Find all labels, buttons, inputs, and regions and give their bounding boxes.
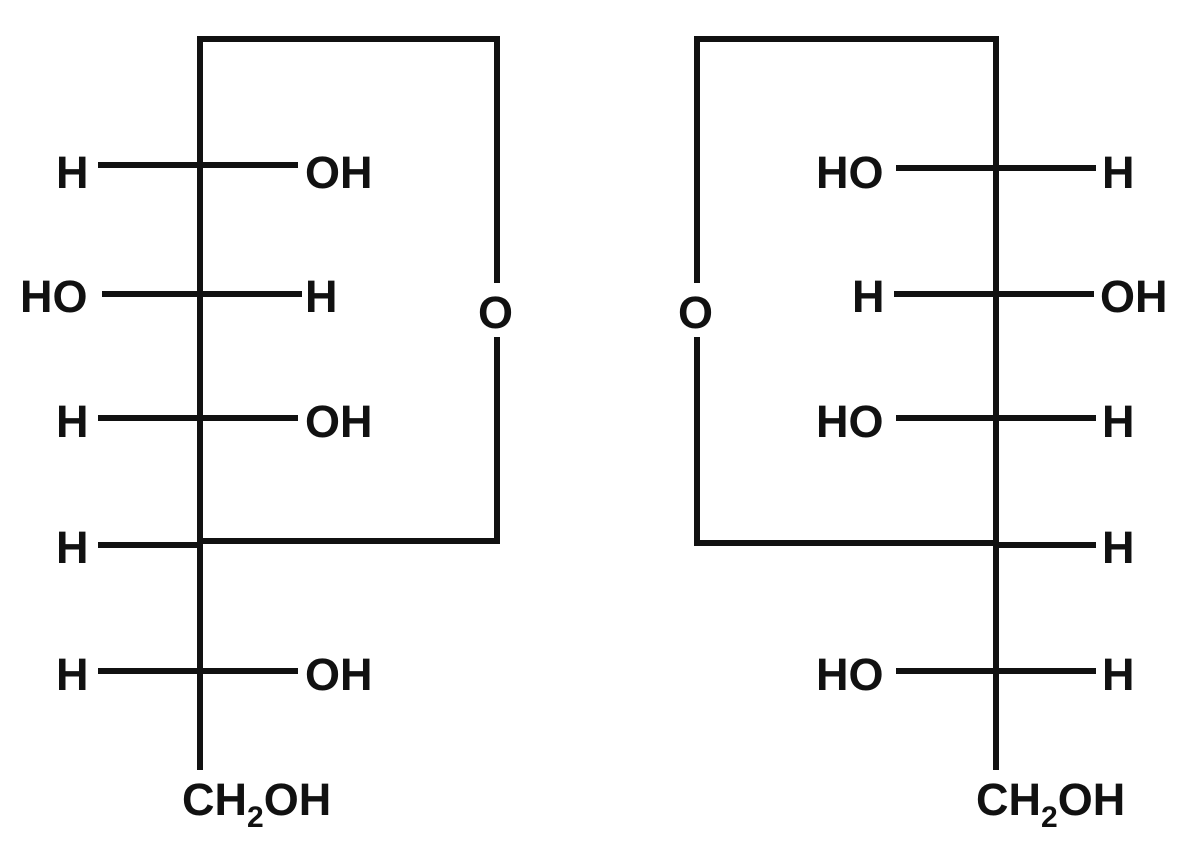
left-row1-right-label: OH: [305, 147, 373, 198]
right-terminal-ch2oh-label: CH2OH: [976, 774, 1125, 834]
right-fischer-structure: HO H O H OH HO H H HO H CH2OH: [678, 36, 1168, 834]
left-ring-oxygen-label: O: [478, 287, 513, 338]
right-ring-bond-upper: [694, 36, 999, 283]
right-row5-right-label: H: [1102, 649, 1135, 700]
left-row1-left-label: H: [56, 147, 89, 198]
right-row2-right-label: OH: [1100, 271, 1168, 322]
right-terminal-subscript: 2: [1041, 801, 1058, 834]
right-row5-left-label: HO: [816, 649, 884, 700]
left-row5-left-label: H: [56, 649, 89, 700]
left-row2-left-label: HO: [20, 271, 88, 322]
left-row2-right-label: H: [305, 271, 338, 322]
left-row3-left-label: H: [56, 396, 89, 447]
right-terminal-prefix: CH: [976, 774, 1041, 825]
right-ring-bond-lower: [694, 337, 996, 546]
right-terminal-suffix: OH: [1058, 774, 1126, 825]
left-ring-bond-lower: [200, 337, 500, 544]
right-row1-left-label: HO: [816, 147, 884, 198]
right-row2-left-label: H: [852, 271, 885, 322]
left-terminal-subscript: 2: [247, 801, 264, 834]
right-row4-right-label: H: [1102, 522, 1135, 573]
left-terminal-ch2oh-label: CH2OH: [182, 774, 331, 834]
left-terminal-suffix: OH: [264, 774, 332, 825]
left-terminal-prefix: CH: [182, 774, 247, 825]
right-row3-right-label: H: [1102, 396, 1135, 447]
left-row4-left-label: H: [56, 522, 89, 573]
left-row5-right-label: OH: [305, 649, 373, 700]
right-ring-oxygen-label: O: [678, 287, 713, 338]
right-row1-right-label: H: [1102, 147, 1135, 198]
left-row3-right-label: OH: [305, 396, 373, 447]
right-row3-left-label: HO: [816, 396, 884, 447]
left-fischer-structure: H OH HO H O H OH H H OH CH2OH: [20, 36, 513, 834]
left-ring-bond-upper: [197, 36, 500, 283]
